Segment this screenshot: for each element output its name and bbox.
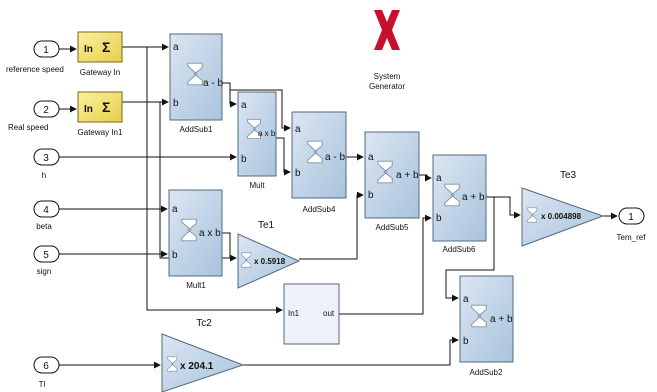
- subsystem-in-port: In1: [288, 309, 300, 318]
- te3-label: Te3: [560, 170, 577, 181]
- mult1-port-b: b: [172, 250, 178, 261]
- gateway-in-text: In: [84, 44, 93, 55]
- te3-gain-value: x 0.004898: [541, 212, 582, 221]
- sigma-icon: Σ: [102, 39, 110, 55]
- addsub1-port-a: a: [173, 42, 179, 53]
- inport-1-number: 1: [43, 45, 49, 56]
- mult1-block[interactable]: a b a x b Mult1: [168, 189, 223, 290]
- addsub1-label: AddSub1: [180, 125, 213, 134]
- inport-6-number: 6: [43, 361, 49, 372]
- subsystem-block[interactable]: In1 out: [283, 283, 340, 345]
- inport-3-number: 3: [43, 153, 49, 164]
- te3-gain-block[interactable]: x 0.004898 Te3: [521, 170, 605, 247]
- addsub5-block[interactable]: a b a + b AddSub5: [364, 131, 420, 232]
- inport-2[interactable]: 2 Real speed: [8, 100, 60, 132]
- addsub1-port-b: b: [173, 98, 179, 109]
- addsub6-op: a + b: [462, 192, 485, 203]
- outport-1[interactable]: 1 Tem_ref: [617, 207, 647, 242]
- inport-5[interactable]: 5 sign: [33, 245, 60, 276]
- addsub6-port-b: b: [436, 213, 442, 224]
- addsub2-label: AddSub2: [470, 368, 503, 377]
- te1-label: Te1: [258, 220, 275, 231]
- gateway-in-block[interactable]: In Σ Gateway In: [77, 31, 123, 77]
- addsub5-label: AddSub5: [376, 223, 409, 232]
- mult1-port-a: a: [172, 204, 178, 215]
- inport-2-label: Real speed: [8, 123, 48, 132]
- gateway-in1-block[interactable]: In Σ Gateway In1: [77, 91, 123, 137]
- inport-2-number: 2: [43, 105, 49, 116]
- inport-1-label: reference speed: [6, 65, 64, 74]
- addsub4-label: AddSub4: [303, 205, 336, 214]
- gateway-in1-label: Gateway In1: [78, 128, 123, 137]
- mult-label: Mult: [249, 181, 265, 190]
- inport-4-number: 4: [43, 205, 49, 216]
- sigma-icon: Σ: [102, 99, 110, 115]
- inport-6[interactable]: 6 Tl: [33, 356, 60, 389]
- outport-1-label: Tem_ref: [617, 233, 647, 242]
- addsub6-block[interactable]: a b a + b AddSub6: [432, 154, 487, 254]
- gateway-in-label: Gateway In: [80, 68, 120, 77]
- addsub4-op: a - b: [325, 152, 345, 163]
- addsub1-block[interactable]: a b a - b AddSub1: [169, 33, 223, 134]
- addsub1-op: a - b: [203, 78, 223, 89]
- tc2-gain-block[interactable]: x 204.1 Tc2: [161, 318, 245, 392]
- inport-4-label: beta: [36, 222, 52, 231]
- inport-3[interactable]: 3 h: [33, 148, 60, 180]
- inport-6-label: Tl: [39, 380, 46, 389]
- inport-3-label: h: [42, 171, 46, 180]
- mult1-op: a x b: [199, 228, 221, 239]
- logo-line1: System: [374, 72, 401, 81]
- gateway-in1-text: In: [84, 104, 93, 115]
- mult-block[interactable]: a b a x b Mult: [237, 91, 277, 190]
- mult-port-b: b: [241, 154, 247, 165]
- tc2-label: Tc2: [196, 318, 212, 329]
- tc2-gain-value: x 204.1: [180, 361, 214, 372]
- connection-wires: [59, 43, 618, 369]
- te1-gain-block[interactable]: x 0.5918 Te1: [237, 220, 301, 289]
- inport-5-label: sign: [37, 267, 52, 276]
- addsub2-op: a + b: [490, 314, 513, 325]
- system-generator-logo: System Generator: [369, 10, 405, 91]
- addsub4-port-b: b: [295, 168, 301, 179]
- addsub2-block[interactable]: a b a + b AddSub2: [459, 275, 514, 377]
- addsub5-port-b: b: [368, 190, 374, 201]
- inport-1[interactable]: 1 reference speed: [6, 40, 64, 74]
- mult1-label: Mult1: [186, 281, 206, 290]
- addsub5-port-a: a: [368, 152, 374, 163]
- addsub2-port-b: b: [463, 336, 469, 347]
- addsub4-block[interactable]: a b a - b AddSub4: [291, 111, 347, 214]
- xilinx-sigma-logo-icon: [374, 10, 400, 50]
- inport-5-number: 5: [43, 250, 49, 261]
- addsub5-op: a + b: [396, 170, 419, 181]
- logo-line2: Generator: [369, 82, 405, 91]
- te1-gain-value: x 0.5918: [254, 257, 286, 266]
- addsub2-port-a: a: [463, 294, 469, 305]
- addsub4-port-a: a: [295, 124, 301, 135]
- inport-4[interactable]: 4 beta: [33, 200, 60, 231]
- mult-port-a: a: [241, 100, 247, 111]
- mult-op: a x b: [258, 129, 276, 138]
- addsub6-label: AddSub6: [443, 245, 476, 254]
- subsystem-out-port: out: [323, 309, 335, 318]
- addsub6-port-a: a: [436, 173, 442, 184]
- outport-1-number: 1: [628, 212, 634, 223]
